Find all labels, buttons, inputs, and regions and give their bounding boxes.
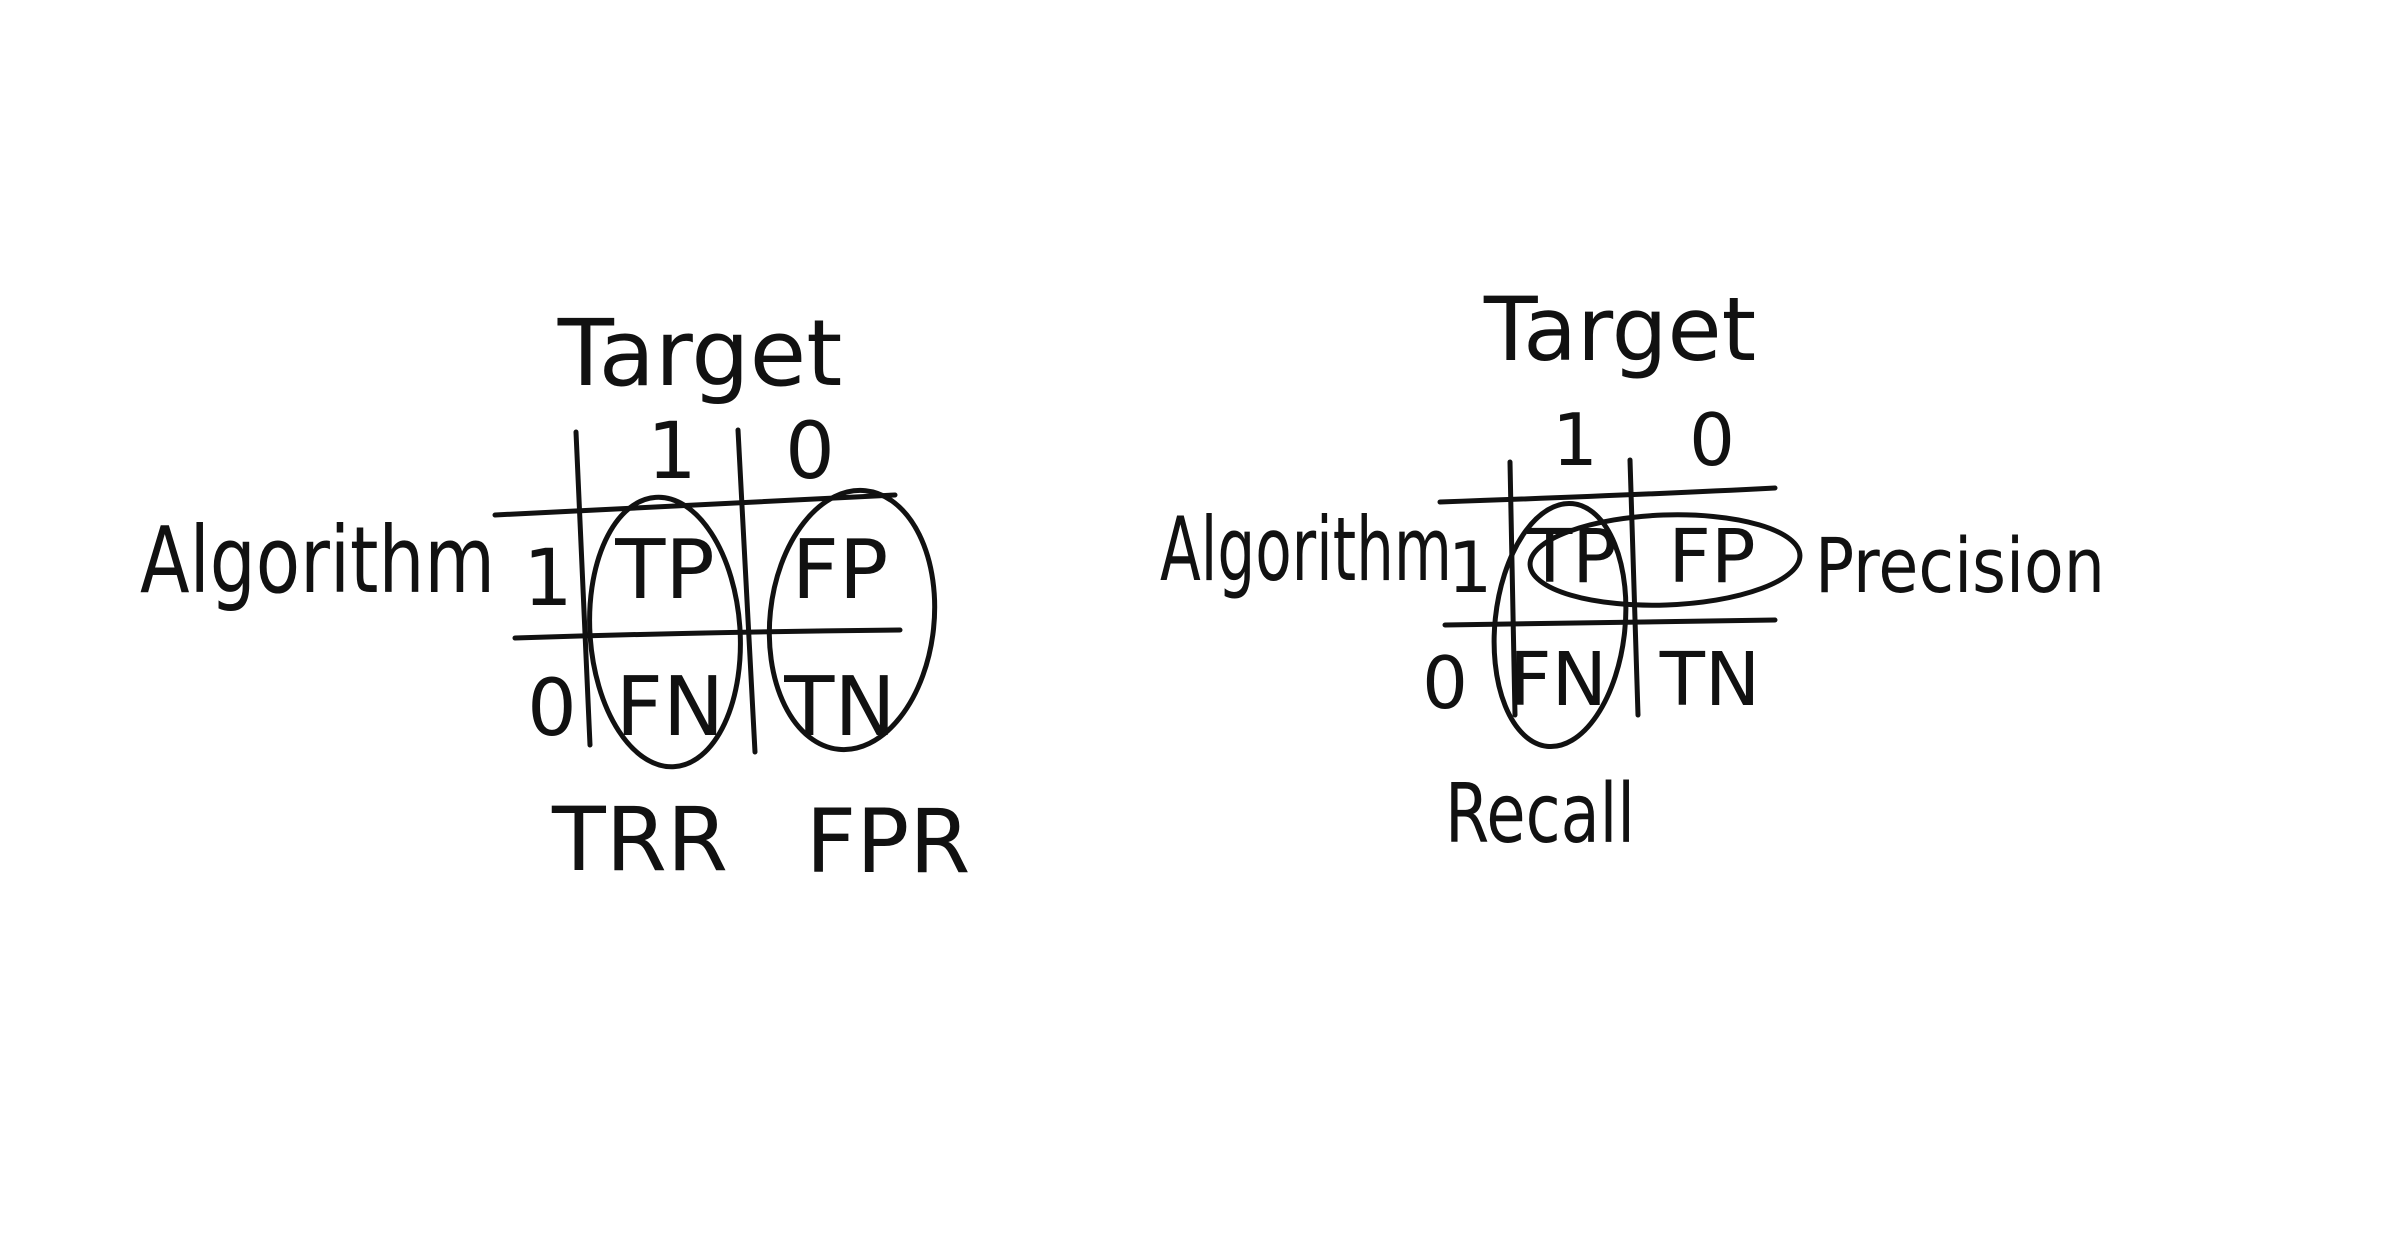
- right-column-1-loop: [1491, 500, 1629, 750]
- right-grid-vertical-line-1: [1507, 459, 1518, 718]
- right-cell-fn: FN: [1509, 637, 1607, 723]
- left-column-label-1: 1: [647, 407, 697, 497]
- right-column-label-0: 0: [1689, 398, 1735, 482]
- left-cell-fp: FP: [792, 523, 889, 618]
- left-row-header: Algorithm: [140, 507, 495, 614]
- left-grid-middle-line: [512, 627, 903, 641]
- left-confusion-matrix: Target Algorithm 1 0 1 0 TP FP FN TN TRR…: [140, 300, 970, 893]
- right-row-header: Algorithm: [1160, 498, 1452, 601]
- left-column-label-0: 0: [785, 407, 835, 497]
- right-grid-top-line: [1437, 485, 1778, 505]
- left-column-0-loop: [766, 487, 938, 753]
- right-row-label-1: 1: [1448, 527, 1493, 609]
- left-column-header: Target: [557, 300, 843, 407]
- left-grid-vertical-line-1: [573, 429, 593, 748]
- right-row-label-0: 0: [1422, 641, 1468, 725]
- left-row-label-0: 0: [527, 664, 577, 754]
- right-column-label-1: 1: [1552, 398, 1598, 482]
- right-confusion-matrix: Target Algorithm 1 0 1 0 TP FP FN TN Pre…: [1160, 278, 2105, 862]
- left-grid-vertical-line-2: [735, 427, 758, 755]
- right-column-metric-recall: Recall: [1445, 767, 1635, 862]
- left-cell-tp: TP: [614, 523, 715, 618]
- left-row-label-1: 1: [523, 534, 573, 624]
- left-cell-fn: FN: [616, 660, 725, 755]
- left-grid-top-line: [492, 492, 898, 518]
- right-column-header: Target: [1483, 278, 1756, 381]
- right-grid-vertical-line-2: [1627, 457, 1641, 718]
- right-grid-middle-line: [1442, 617, 1778, 628]
- left-column-metric-trr: TRR: [551, 788, 728, 891]
- right-row-1-loop: [1527, 512, 1803, 608]
- left-column-1-loop: [587, 494, 743, 770]
- right-cell-tn: TN: [1659, 637, 1761, 723]
- right-cell-fp: FP: [1668, 514, 1755, 600]
- right-row-metric-precision: Precision: [1815, 521, 2105, 610]
- left-column-metric-fpr: FPR: [806, 790, 971, 893]
